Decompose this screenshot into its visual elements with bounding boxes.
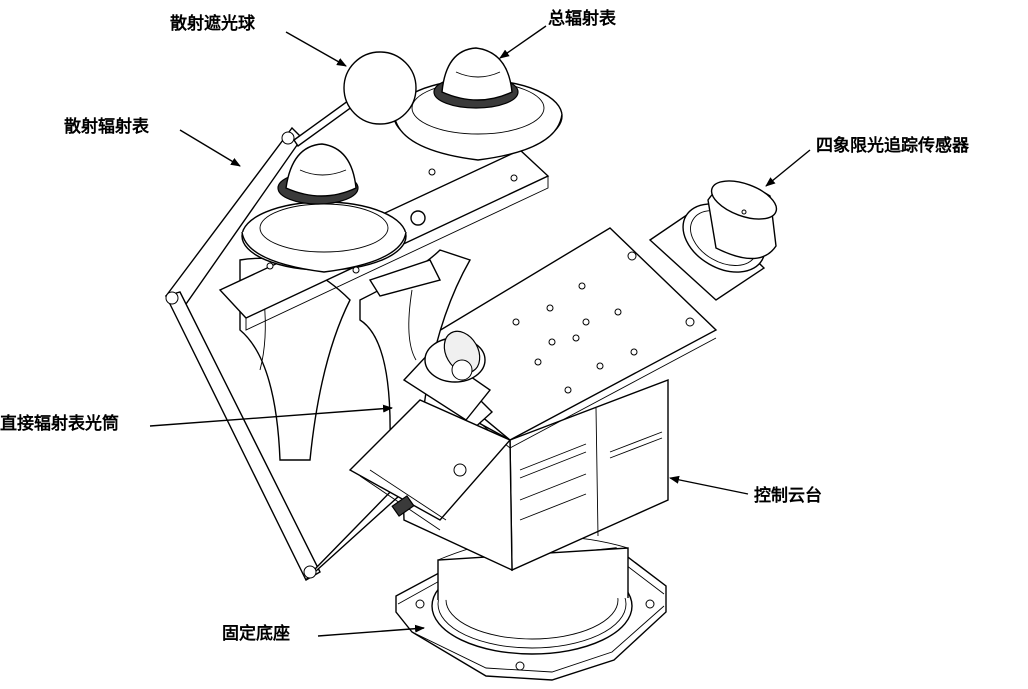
label-diffuse-radiometer: 散射辐射表 <box>64 117 149 137</box>
label-fixed-base: 固定底座 <box>222 624 290 644</box>
diffuse-radiometer <box>241 143 407 274</box>
leader-lines <box>149 25 811 637</box>
label-quadrant-sensor: 四象限光追踪传感器 <box>816 136 969 156</box>
fixed-base <box>395 536 667 681</box>
label-direct-tube: 直接辐射表光筒 <box>0 414 119 434</box>
quadrant-tracking-sensor <box>648 180 778 301</box>
label-control-head: 控制云台 <box>754 486 822 506</box>
shade-ball <box>293 51 417 147</box>
global-radiometer <box>393 47 563 182</box>
direct-radiometer-tube <box>348 330 512 531</box>
label-scatter-shade-ball: 散射遮光球 <box>170 14 255 34</box>
top-plate-holes <box>512 251 695 394</box>
label-global-radiometer: 总辐射表 <box>548 9 616 29</box>
